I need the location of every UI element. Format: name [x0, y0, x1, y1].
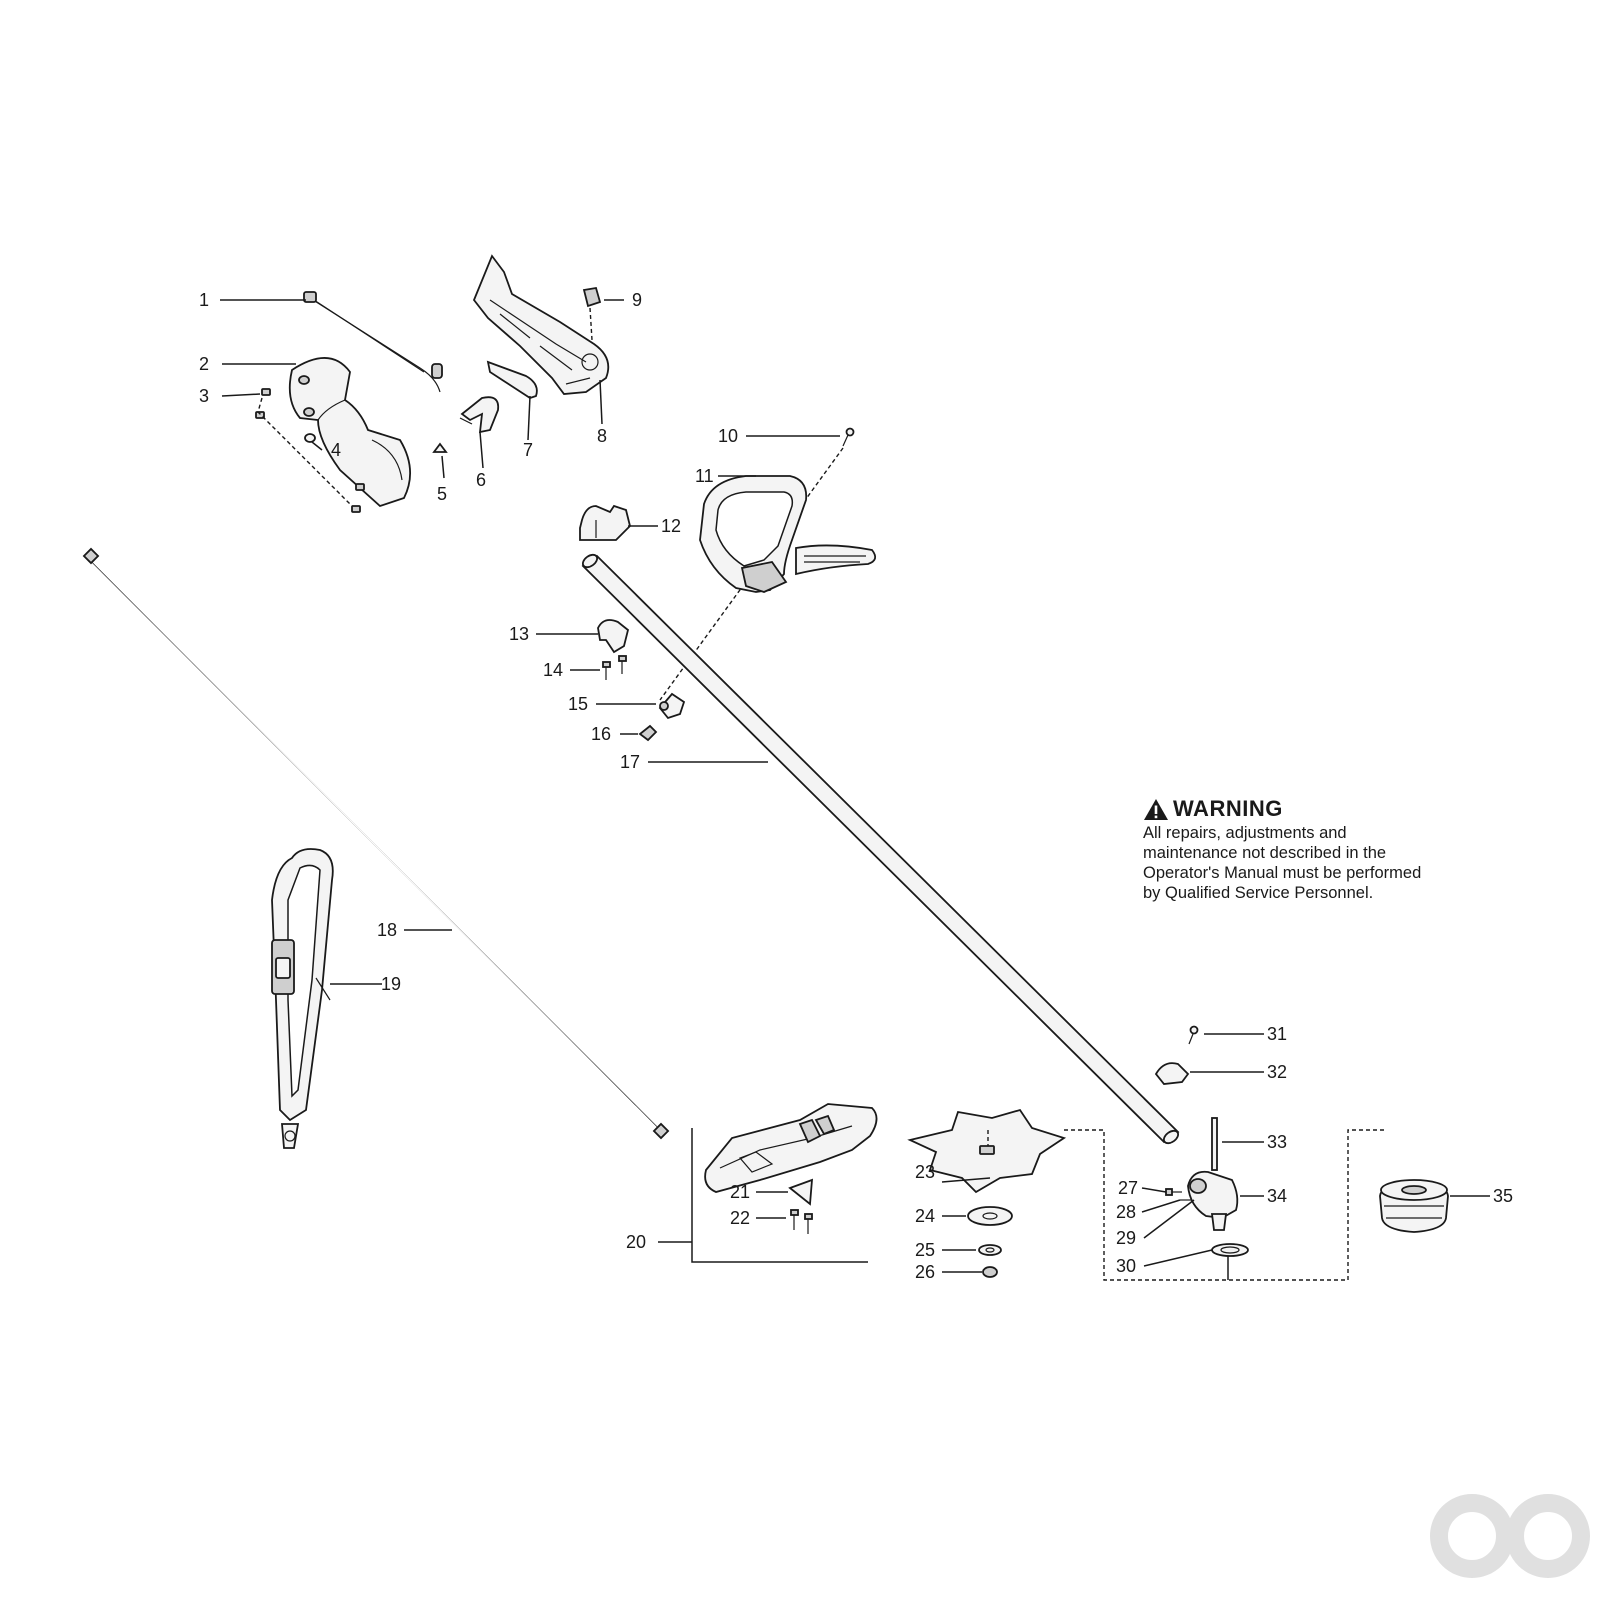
part-16-nut — [638, 724, 658, 742]
callout-17: 17 — [620, 752, 640, 772]
part-22-screws — [790, 1209, 813, 1234]
part-19-shoulder-strap — [271, 848, 334, 1149]
warning-title: WARNING — [1173, 796, 1283, 821]
callout-28: 28 — [1116, 1202, 1136, 1222]
callout-16: 16 — [591, 724, 611, 744]
part-13-bracket — [597, 619, 630, 654]
part-24-washer — [967, 1206, 1013, 1226]
part-34-gear-head — [1187, 1170, 1239, 1231]
callout-22: 22 — [730, 1208, 750, 1228]
callout-35: 35 — [1493, 1186, 1513, 1206]
callout-1: 1 — [199, 290, 209, 310]
callout-12: 12 — [661, 516, 681, 536]
part-11-loop-handle — [699, 475, 877, 593]
part-35-trimmer-head — [1379, 1179, 1449, 1233]
part-33-pin — [1211, 1117, 1218, 1171]
part-20-guard — [691, 1103, 878, 1263]
callout-7: 7 — [523, 440, 533, 460]
part-31-bolt — [1188, 1025, 1199, 1045]
callout-5: 5 — [437, 484, 447, 504]
callout-26: 26 — [915, 1262, 935, 1282]
callout-4: 4 — [331, 440, 341, 460]
callout-3: 3 — [199, 386, 209, 406]
part-5-key — [432, 442, 448, 453]
callout-33: 33 — [1267, 1132, 1287, 1152]
callout-21: 21 — [730, 1182, 750, 1202]
part-9-nut — [582, 286, 602, 341]
warning-notice: WARNING All repairs, adjustments and mai… — [1143, 796, 1443, 903]
part-15-clamp — [658, 692, 686, 720]
callout-29: 29 — [1116, 1228, 1136, 1248]
part-32-clamp — [1154, 1062, 1190, 1085]
callout-9: 9 — [632, 290, 642, 310]
callout-31: 31 — [1267, 1024, 1287, 1044]
callout-32: 32 — [1267, 1062, 1287, 1082]
part-7-lever — [486, 360, 538, 399]
double-circle-logo-icon — [1430, 1494, 1590, 1578]
part-23-blade — [907, 1108, 1067, 1194]
callout-25: 25 — [915, 1240, 935, 1260]
callout-10: 10 — [718, 426, 738, 446]
part-30-washer — [1211, 1243, 1249, 1280]
callout-6: 6 — [476, 470, 486, 490]
callout-27: 27 — [1118, 1178, 1138, 1198]
warning-triangle-icon — [1144, 798, 1168, 820]
callout-labels: 1 2 3 4 5 6 7 8 9 10 11 12 13 14 15 16 1… — [199, 290, 1513, 1282]
warning-body: All repairs, adjustments and maintenance… — [1143, 824, 1422, 902]
part-4-washer — [304, 433, 316, 443]
part-14-screws — [602, 655, 627, 680]
part-18-drive-shaft — [82, 547, 670, 1140]
leader-lines — [220, 299, 1490, 1273]
callout-30: 30 — [1116, 1256, 1136, 1276]
callout-34: 34 — [1267, 1186, 1287, 1206]
part-27-screw — [1165, 1188, 1182, 1196]
callout-20: 20 — [626, 1232, 646, 1252]
callout-11: 11 — [695, 466, 714, 486]
part-1-throttle-cable — [303, 291, 443, 393]
part-6-trigger — [459, 396, 500, 434]
callout-15: 15 — [568, 694, 588, 714]
part-17-shaft-tube — [581, 553, 1180, 1145]
part-25-washer — [978, 1244, 1002, 1256]
callout-18: 18 — [377, 920, 397, 940]
part-2-handle-housing — [288, 357, 411, 508]
dashed-assembly-line — [1064, 1129, 1386, 1281]
callout-14: 14 — [543, 660, 563, 680]
callout-19: 19 — [381, 974, 401, 994]
callout-8: 8 — [597, 426, 607, 446]
callout-13: 13 — [509, 624, 529, 644]
callout-23: 23 — [915, 1162, 935, 1182]
part-8-rear-handle — [472, 254, 610, 395]
part-21-wedge — [788, 1178, 814, 1206]
part-12-clamp — [579, 504, 631, 541]
callout-24: 24 — [915, 1206, 935, 1226]
warning-title-row: WARNING — [1143, 796, 1443, 822]
callout-2: 2 — [199, 354, 209, 374]
part-26-nut — [982, 1266, 998, 1278]
part-3-screws — [255, 388, 365, 513]
